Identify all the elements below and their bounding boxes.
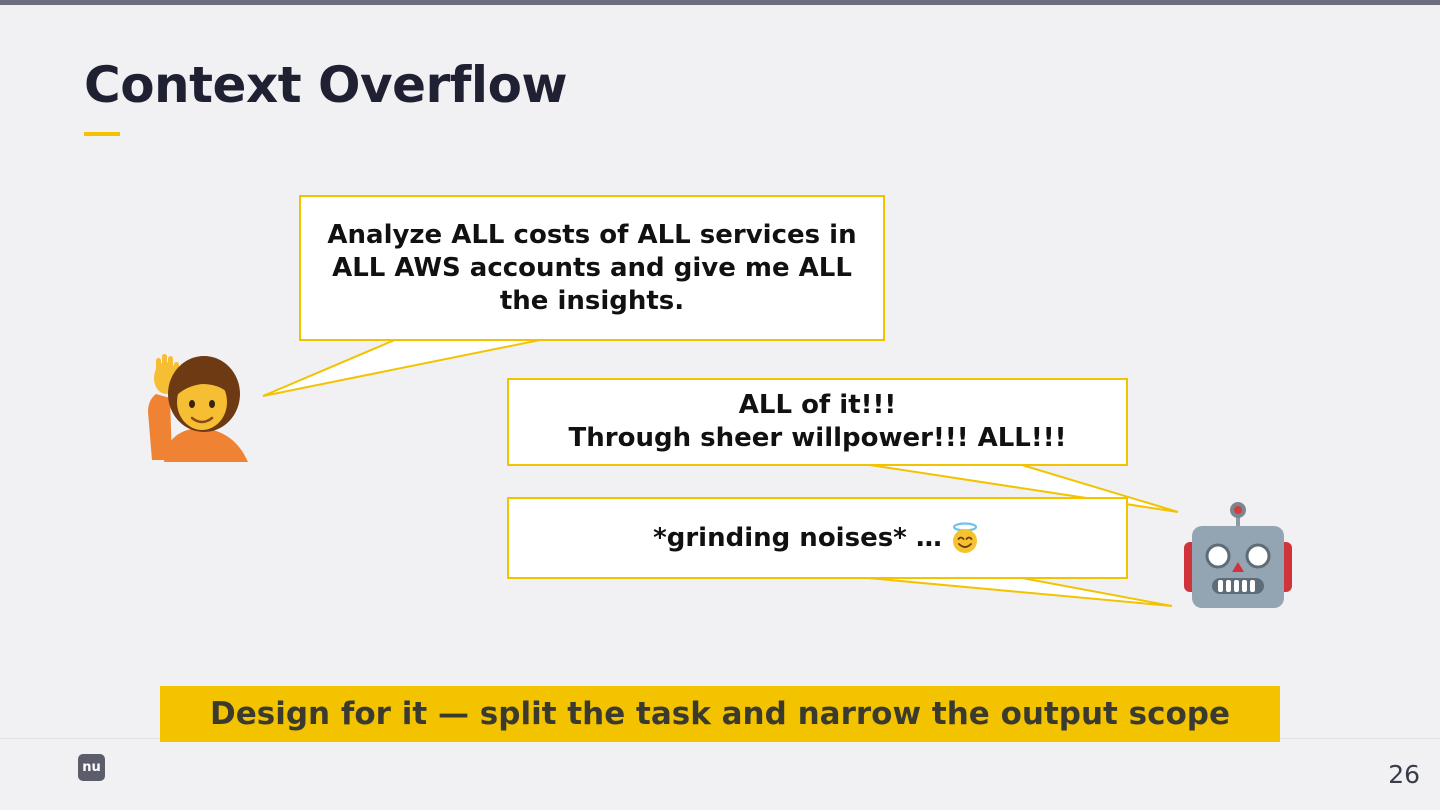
slide-title: Context Overflow: [84, 56, 568, 114]
page-number: 26: [1388, 760, 1420, 789]
robot-reply-2-text: *grinding noises* …: [653, 522, 942, 553]
user-prompt-text: Analyze ALL costs of ALL services in ALL…: [327, 219, 857, 316]
nu-logo: nu: [78, 754, 105, 781]
robot-bubble-2-tail: [867, 577, 1173, 607]
robot-reply-line-1: ALL of it!!!: [738, 390, 897, 420]
robot-reply-line-2: Through sheer willpower!!! ALL!!!: [568, 423, 1067, 453]
smiling-face-with-halo-icon: [952, 522, 977, 553]
user-speech-bubble: Analyze ALL costs of ALL services in ALL…: [299, 195, 885, 341]
logo-text: nu: [82, 760, 101, 775]
person-raising-hand-icon: [148, 354, 248, 462]
top-bar: [0, 0, 1440, 5]
title-underline: [84, 132, 120, 136]
takeaway-text: Design for it — split the task and narro…: [210, 696, 1230, 732]
user-bubble-tail: [262, 338, 546, 397]
takeaway-banner: Design for it — split the task and narro…: [160, 686, 1280, 742]
robot-speech-bubble-1: ALL of it!!! Through sheer willpower!!! …: [507, 378, 1128, 466]
robot-speech-bubble-2: *grinding noises* …: [507, 497, 1128, 579]
robot-face-icon: [1184, 502, 1292, 608]
